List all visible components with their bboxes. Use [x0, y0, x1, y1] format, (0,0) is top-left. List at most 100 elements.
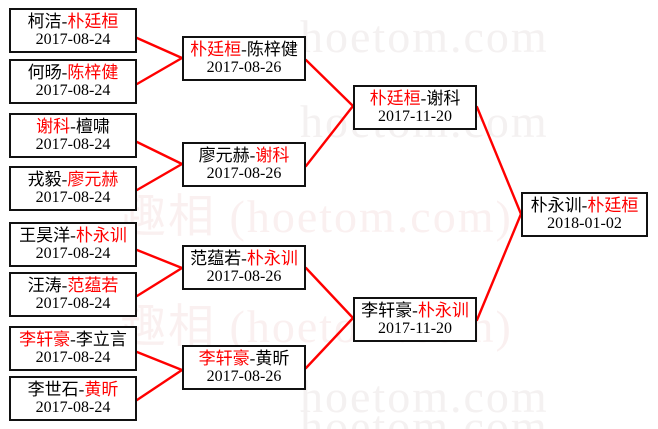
player-separator: -	[420, 88, 427, 108]
watermark-text: hoetom.com	[300, 371, 549, 422]
match-date: 2017-08-26	[206, 267, 282, 285]
match-date: 2017-08-24	[35, 244, 111, 262]
player-separator: -	[61, 275, 68, 295]
match-date: 2017-08-24	[35, 135, 111, 153]
connector-r2m3-to-sf2	[304, 266, 355, 320]
match-date: 2017-11-20	[377, 319, 453, 337]
match-players: 李世石-黄昕	[27, 379, 119, 399]
connector-r2m4-to-sf2	[304, 316, 355, 370]
connector-r1m6-to-r2m3	[135, 266, 184, 298]
player-separator: -	[61, 11, 68, 31]
player-left: 范蕴若	[190, 248, 242, 268]
player-separator: -	[241, 39, 247, 59]
player-separator: -	[78, 379, 85, 399]
connector-r1m8-to-r2m4	[135, 368, 184, 402]
connector-sf2-to-f1	[475, 212, 523, 322]
match-players: 朴廷桓-谢科	[369, 88, 461, 108]
player-right: 陈梓健	[246, 39, 298, 59]
match-players: 范蕴若-朴永训	[190, 248, 298, 268]
player-right: 黄昕	[84, 379, 119, 399]
player-left: 王昊洋	[19, 225, 71, 245]
player-right: 朴廷桓	[587, 195, 639, 215]
match-players: 廖元赫-谢科	[198, 145, 290, 165]
match-date: 2017-08-26	[206, 367, 282, 385]
match-players: 李轩豪-李立言	[19, 329, 127, 349]
player-separator: -	[249, 145, 256, 165]
player-right: 范蕴若	[67, 275, 119, 295]
player-separator: -	[70, 225, 76, 245]
player-right: 朴永训	[246, 248, 298, 268]
connector-r1m5-to-r2m3	[135, 248, 184, 270]
match-players: 汪涛-范蕴若	[28, 275, 119, 295]
connector-r1m3-to-r2m2	[135, 140, 184, 166]
player-right: 谢科	[426, 88, 461, 108]
player-left: 李轩豪	[361, 300, 413, 320]
player-right: 朴永训	[75, 225, 127, 245]
player-left: 朴廷桓	[190, 39, 242, 59]
match-date: 2017-08-24	[35, 294, 111, 312]
player-right: 陈梓健	[67, 62, 119, 82]
player-left: 戎毅	[27, 169, 62, 189]
watermark-text: hoetom.com	[300, 401, 549, 429]
connector-r1m4-to-r2m2	[135, 162, 184, 192]
match-date: 2017-08-24	[35, 81, 111, 99]
connector-r1m2-to-r2m1	[135, 56, 184, 86]
player-right: 朴廷桓	[67, 11, 119, 31]
player-left: 柯洁	[27, 11, 62, 31]
connector-sf1-to-f1	[475, 105, 523, 216]
player-separator: -	[241, 248, 247, 268]
player-separator: -	[412, 300, 418, 320]
player-right: 谢科	[255, 145, 290, 165]
player-separator: -	[61, 62, 68, 82]
player-separator: -	[61, 169, 68, 189]
connector-r2m2-to-sf1	[304, 104, 355, 168]
player-left: 朴廷桓	[369, 88, 421, 108]
connector-r1m7-to-r2m4	[135, 350, 184, 372]
match-date: 2017-11-20	[377, 107, 453, 125]
match-players: 柯洁-朴廷桓	[27, 11, 119, 31]
player-left: 朴永训	[530, 195, 582, 215]
player-left: 李轩豪	[19, 329, 71, 349]
player-separator: -	[70, 329, 76, 349]
player-right: 李立言	[75, 329, 127, 349]
match-date: 2017-08-26	[206, 58, 282, 76]
watermark-text: 趣相 (hoetom.com)	[120, 191, 513, 242]
player-right: 廖元赫	[67, 169, 119, 189]
match-players: 戎毅-廖元赫	[27, 169, 119, 189]
match-players: 王昊洋-朴永训	[19, 225, 127, 245]
player-left: 李世石	[27, 379, 79, 399]
player-right: 朴永训	[417, 300, 469, 320]
match-players: 李轩豪-朴永训	[361, 300, 469, 320]
player-separator: -	[249, 348, 256, 368]
match-date: 2017-08-24	[35, 188, 111, 206]
connector-r1m1-to-r2m1	[135, 36, 184, 60]
player-right: 黄昕	[255, 348, 290, 368]
match-players: 朴廷桓-陈梓健	[190, 39, 298, 59]
match-date: 2018-01-02	[547, 214, 622, 232]
player-left: 李轩豪	[198, 348, 250, 368]
match-players: 朴永训-朴廷桓	[530, 195, 639, 215]
player-left: 何旸	[27, 62, 62, 82]
match-date: 2017-08-24	[35, 398, 111, 416]
player-right: 檀啸	[75, 116, 110, 136]
match-date: 2017-08-24	[35, 30, 111, 48]
match-date: 2017-08-26	[206, 164, 282, 182]
player-left: 廖元赫	[198, 145, 250, 165]
match-date: 2017-08-24	[35, 348, 111, 366]
